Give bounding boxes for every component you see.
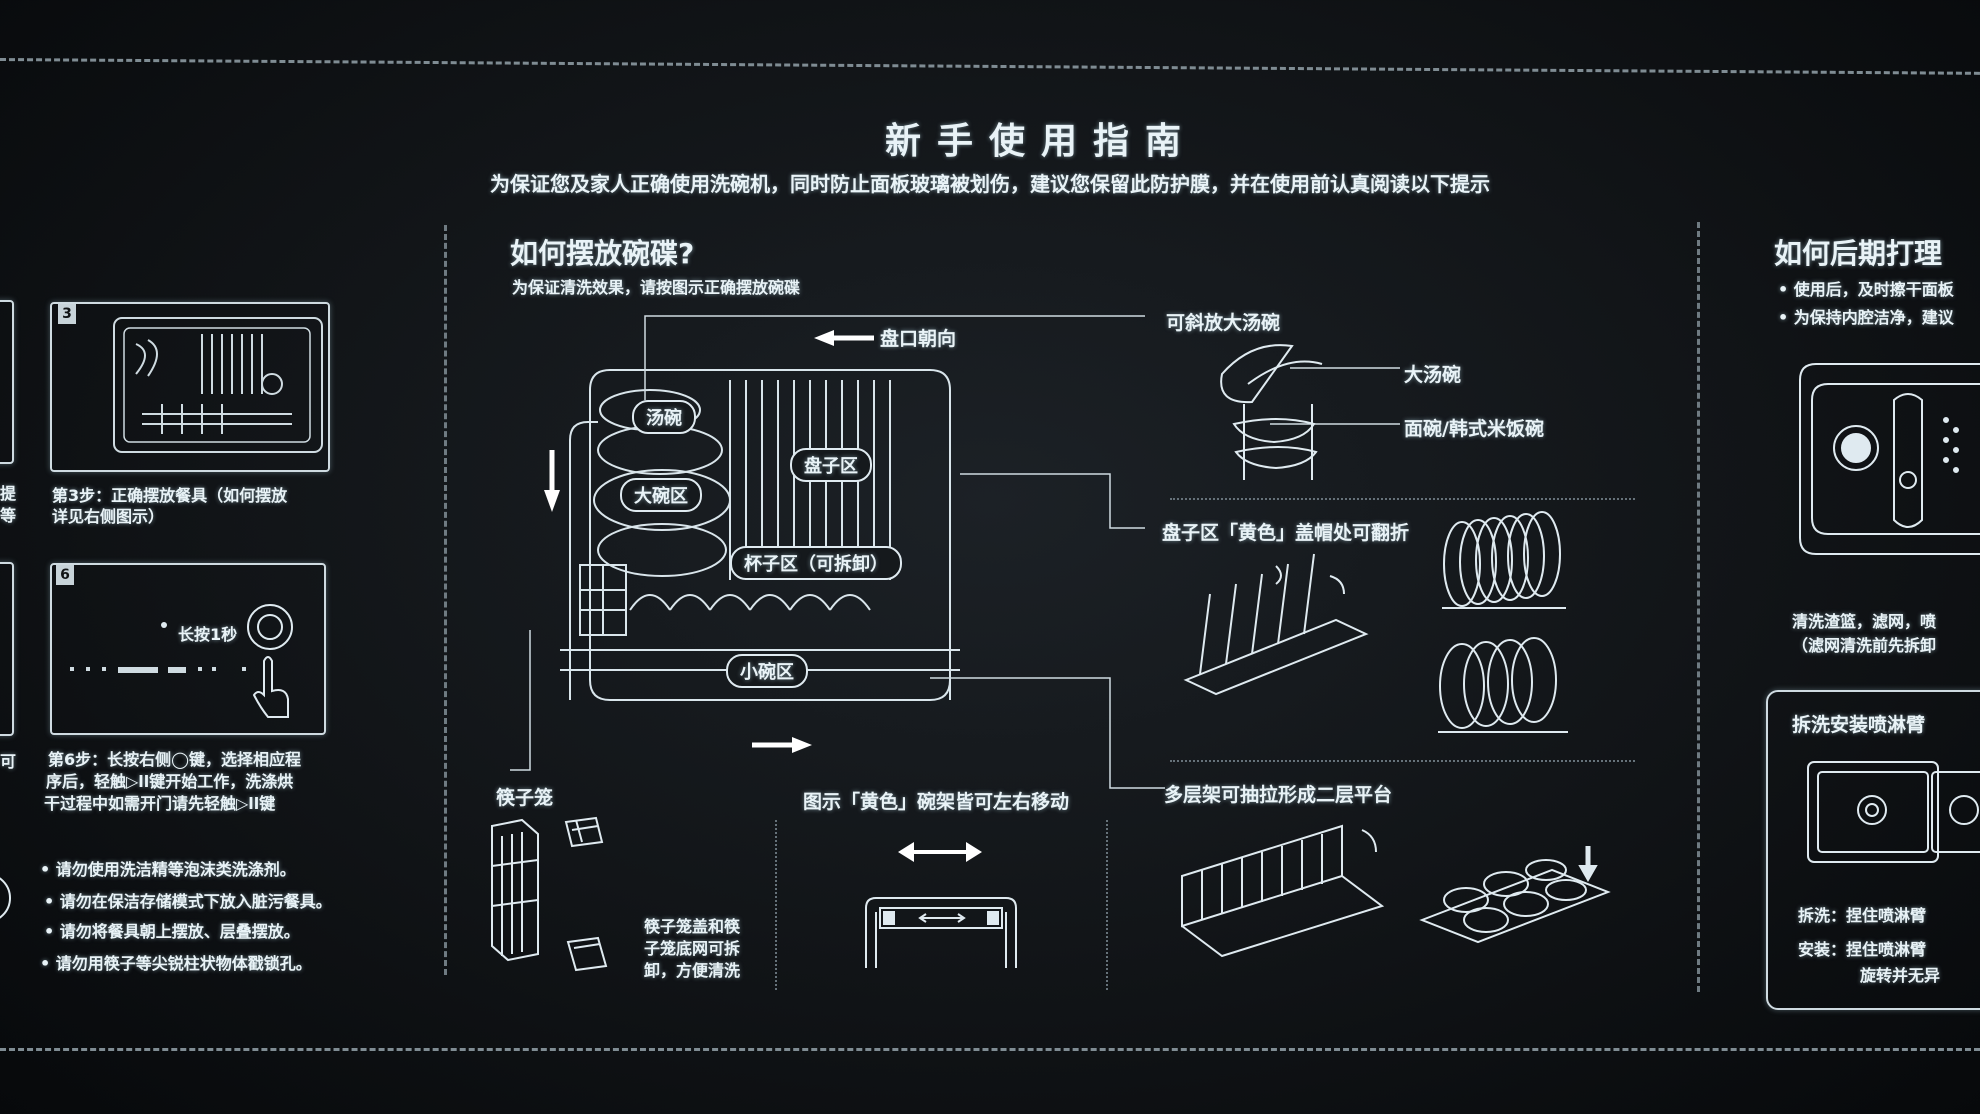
right-bullet-1: • 使用后，及时擦干面板 [1778,280,1954,299]
tilted-bowl-icon [1218,334,1348,484]
platform-label: 多层架可抽拉形成二层平台 [1164,784,1393,806]
step6-text-line2: 序后，轻触▷ll键开始工作，洗涤烘 [46,772,294,791]
chopsticks-note-line2: 子笼底网可拆 [644,939,741,958]
step3-text-line1: 第3步：正确摆放餐具（如何摆放 [52,486,288,505]
step5-card-partial [0,562,14,736]
rack-thumbnail-icon [52,304,328,470]
partial-circle-icon [0,868,16,928]
control-panel-icon [70,565,324,733]
chopsticks-note: 筷子笼盖和筷 子笼底网可拆 卸，方便清洗 [644,916,740,982]
stacked-plates-icon [1432,512,1572,622]
foldable-rack-icon [1180,560,1380,720]
center-heading: 如何摆放碗碟? [510,237,695,270]
tilt-label: 可斜放大汤碗 [1166,312,1281,334]
move-box-left-divider [775,820,777,990]
zone-big-bowl: 大碗区 [620,478,702,512]
warning-item-4: • 请勿用筷子等尖锐柱状物体戳锁孔。 [40,954,312,973]
move-box-right-divider [1106,820,1108,990]
step6-text-line1: 第6步：长按右侧◯键，选择相应程 [48,750,302,769]
spray-arm-title: 拆洗安装喷淋臂 [1792,714,1926,736]
bottom-dashed-border [0,1048,1980,1051]
step6-hint: 长按1秒 [178,625,238,644]
step2-card-partial [0,300,14,464]
chopsticks-note-line1: 筷子笼盖和筷 [644,917,741,936]
zone-plate: 盘子区 [790,448,872,482]
big-soup-bowl-label: 大汤碗 [1404,364,1462,386]
left-divider [444,225,447,975]
right-heading: 如何后期打理 [1774,237,1943,270]
step5-edge-text: 可 [0,752,17,771]
arrow-down-icon [544,448,560,512]
step2-edge-text: 提 [0,484,17,503]
spray-arm-box: 拆洗安装喷淋臂 拆洗：捏住喷淋臂 安装：捏住喷淋臂 旋转并无异 [1766,690,1980,1010]
spray-arm-install-text-line1: 安装：捏住喷淋臂 [1798,940,1927,959]
warning-item-3: • 请勿将餐具朝上摆放、层叠摆放。 [44,922,300,941]
noodle-bowl-label: 面碗/韩式米饭碗 [1404,418,1544,440]
spray-arm-remove-text: 拆洗：捏住喷淋臂 [1798,906,1927,925]
step6-number: 6 [56,565,74,585]
page-subtitle: 为保证您及家人正确使用洗碗机，同时防止面板玻璃被划伤，建议您保留此防护膜，并在使… [490,172,1490,196]
pullout-rack-icon [1176,816,1396,966]
center-subheading: 为保证清洗效果，请按图示正确摆放碗碟 [512,278,801,297]
bowl-section-divider [1170,498,1635,500]
chopsticks-label: 筷子笼 [496,787,554,809]
step3-text-line2: 详见右侧图示） [52,507,165,526]
step3-card: 3 [50,302,330,472]
spray-arm-icon [1808,762,1980,872]
chopstick-holder-icon [486,816,646,976]
plate-section-divider [1170,760,1635,762]
zone-soup-bowl: 汤碗 [632,400,696,434]
step2-edge-text-2: 等 [0,506,17,525]
direction-label: 盘口朝向 [880,328,957,350]
sliding-rack-icon [860,842,1030,988]
zone-small-bowl: 小碗区 [726,654,808,688]
arrow-right-icon [748,737,812,753]
step6-card: 6 长按1秒 [50,563,326,735]
clean-text-line1: 清洗渣篮，滤网，喷 [1792,612,1937,631]
right-divider [1697,222,1700,992]
arrow-left-icon [814,330,878,346]
warning-item-2: • 请勿在保洁存储模式下放入脏污餐具。 [44,892,332,911]
move-label: 图示「黄色」碗架皆可左右移动 [803,791,1070,813]
warning-item-1: • 请勿使用洗洁精等泡沫类洗涤剂。 [40,860,296,879]
cup-platform-icon [1416,840,1616,960]
plates-rack-icon [1432,636,1572,746]
fold-label: 盘子区「黄色」盖帽处可翻折 [1162,522,1410,544]
filter-basket-icon [1796,360,1976,560]
zone-cup: 杯子区（可拆卸） [730,546,902,580]
step3-number: 3 [58,304,76,324]
step6-text-line3: 干过程中如需开门请先轻触▷ll键 [44,794,276,813]
right-bullet-2: • 为保持内腔洁净，建议 [1778,308,1954,327]
spray-arm-install-text-line2: 旋转并无异 [1860,966,1941,985]
page-title: 新手使用指南 [885,121,1198,162]
clean-text-line2: （滤网清洗前先拆卸 [1792,636,1937,655]
chopsticks-note-line3: 卸，方便清洗 [644,961,741,980]
